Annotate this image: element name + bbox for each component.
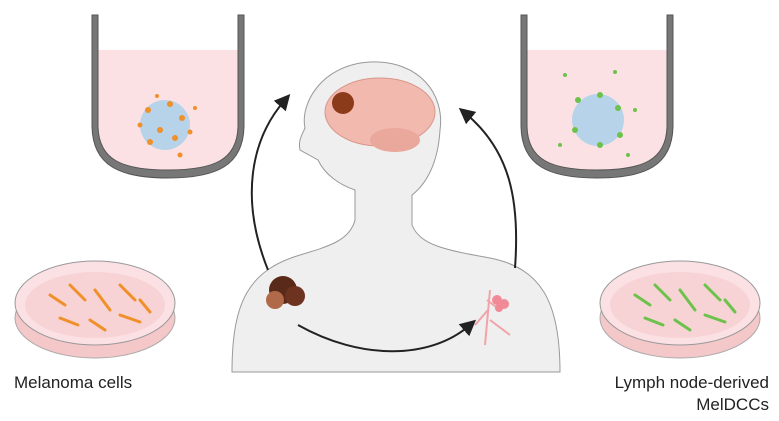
meldcc-label-line2: MelDCCs — [696, 395, 769, 414]
melanoma-culture-dish — [14, 260, 176, 359]
primary-melanoma-lesion — [266, 276, 305, 309]
meldcc-spheroid-well — [520, 14, 674, 179]
melanoma-cells-dots — [137, 94, 197, 158]
human-body-illustration — [231, 61, 561, 373]
spheroid — [572, 94, 624, 146]
meldcc-cells-dots — [558, 70, 637, 157]
arrow-skin-to-lymph — [297, 319, 477, 353]
meldcc-label-line1: Lymph node-derived — [614, 373, 769, 392]
brain-tumor — [332, 92, 354, 114]
lymph-node — [474, 289, 511, 346]
meldcc-label: Lymph node-derived MelDCCs — [615, 372, 769, 416]
arrow-lymph-to-brain — [458, 107, 518, 269]
melanoma-spheroid-well — [91, 14, 245, 179]
arrow-skin-to-brain — [250, 93, 291, 271]
melanoma-cells-label: Melanoma cells — [14, 373, 133, 392]
meldcc-culture-dish — [599, 260, 761, 359]
